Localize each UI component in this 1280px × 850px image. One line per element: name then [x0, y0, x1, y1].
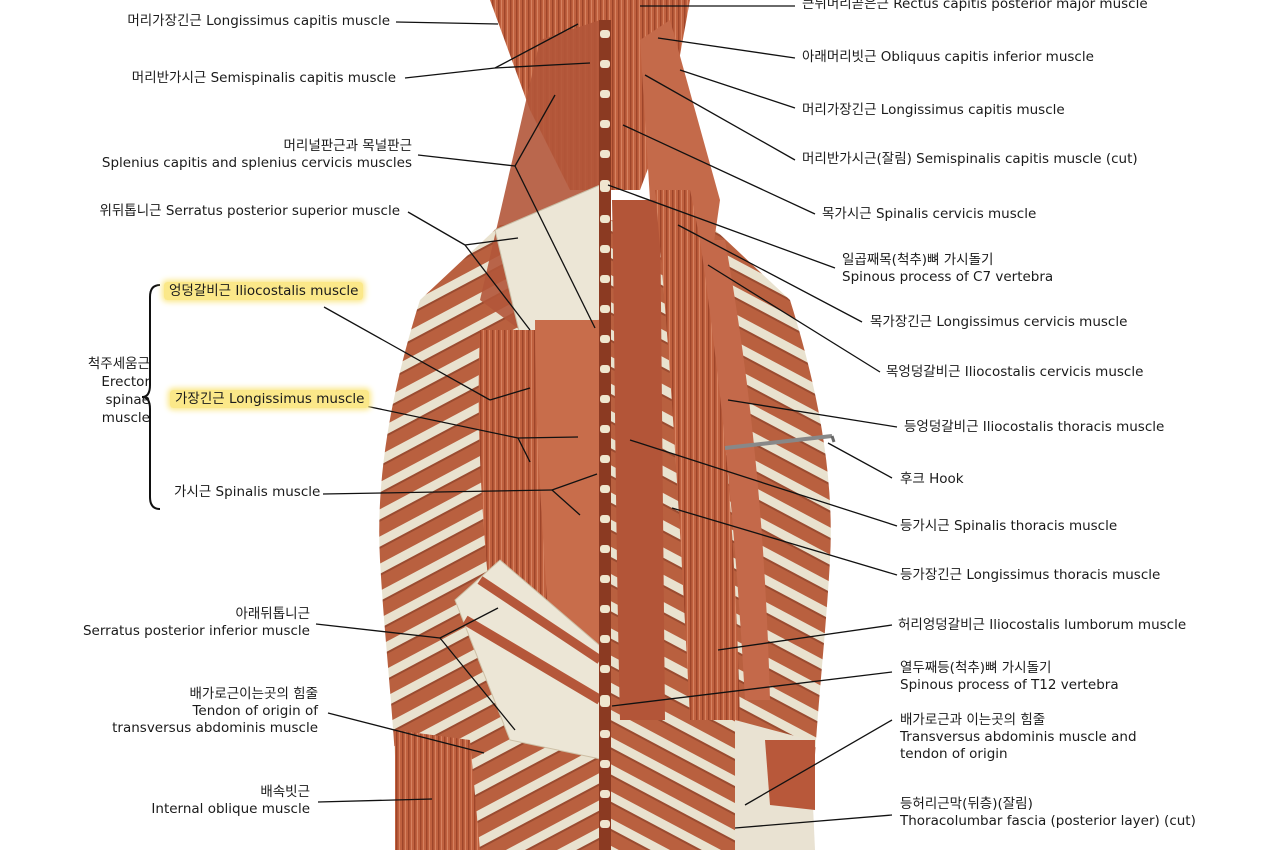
label-serratus-inf-ko: 아래뒤톱니근: [235, 606, 310, 622]
label-splenius-en: Splenius capitis and splenius cervicis m…: [101, 155, 412, 171]
label-tendon-ta-en-2: transversus abdominis muscle: [112, 720, 318, 736]
label-ta-en-1: Transversus abdominis muscle and: [900, 729, 1137, 745]
label-iliocostalis-thoracis: 등엉덩갈비근 Iliocostalis thoracis muscle: [904, 419, 1165, 435]
label-c7-en: Spinous process of C7 vertebra: [842, 269, 1054, 285]
label-fascia-en: Thoracolumbar fascia (posterior layer) (…: [900, 813, 1196, 829]
label-tendon-transversus: 배가로근이는곳의 힘줄 Tendon of origin of transver…: [112, 686, 318, 737]
label-longissimus-cervicis: 목가장긴근 Longissimus cervicis muscle: [870, 314, 1128, 330]
label-spinalis: 가시근 Spinalis muscle: [174, 484, 321, 500]
label-splenius: 머리널판근과 목널판근 Splenius capitis and spleniu…: [102, 138, 412, 172]
label-semispinalis-cut: 머리반가시근(잘림) Semispinalis capitis muscle (…: [802, 151, 1138, 167]
label-longissimus-capitis-right: 머리가장긴근 Longissimus capitis muscle: [802, 102, 1065, 118]
label-t12: 열두째등(척추)뼈 가시돌기 Spinous process of T12 ve…: [900, 660, 1119, 694]
label-erector-en-2: spinae: [105, 392, 151, 408]
label-obliquus-capitis: 아래머리빗근 Obliquus capitis inferior muscle: [802, 49, 1094, 65]
label-spinalis-thoracis: 등가시근 Spinalis thoracis muscle: [900, 518, 1118, 534]
label-c7-ko: 일곱째목(척추)뼈 가시돌기: [842, 252, 994, 268]
label-c7: 일곱째목(척추)뼈 가시돌기 Spinous process of C7 ver…: [842, 252, 1053, 286]
label-transversus-abdominis: 배가로근과 이는곳의 힘줄 Transversus abdominis musc…: [900, 712, 1137, 763]
label-t12-en: Spinous process of T12 vertebra: [900, 677, 1119, 693]
label-spinalis-cervicis: 목가시근 Spinalis cervicis muscle: [822, 206, 1037, 222]
label-longissimus-thoracis: 등가장긴근 Longissimus thoracis muscle: [900, 567, 1161, 583]
highlight-longissimus: 가장긴근 Longissimus muscle: [170, 390, 370, 408]
label-internal-oblique-en: Internal oblique muscle: [151, 801, 310, 817]
leader-lines: [315, 5, 898, 829]
erector-spinae-right: [612, 190, 770, 720]
label-serratus-inf-en: Serratus posterior inferior muscle: [82, 623, 310, 639]
label-erector-en-3: muscle: [101, 410, 150, 426]
internal-oblique: [395, 730, 480, 850]
erector-brace: [141, 284, 161, 510]
label-iliocostalis-lumborum: 허리엉덩갈비근 Iliocostalis lumborum muscle: [898, 617, 1187, 633]
label-hook: 후크 Hook: [900, 471, 964, 487]
label-longissimus: 가장긴근 Longissimus muscle: [170, 390, 370, 408]
label-t12-ko: 열두째등(척추)뼈 가시돌기: [900, 660, 1052, 676]
label-internal-oblique: 배속빗근 Internal oblique muscle: [151, 784, 310, 818]
label-erector-en-1: Erector: [101, 374, 150, 390]
label-longissimus-capitis-left: 머리가장긴근 Longissimus capitis muscle: [127, 13, 390, 29]
label-tendon-ta-en-1: Tendon of origin of: [192, 703, 318, 719]
label-iliocostalis-cervicis: 목엉덩갈비근 Iliocostalis cervicis muscle: [886, 364, 1144, 380]
label-serratus-posterior-inferior: 아래뒤톱니근 Serratus posterior inferior muscl…: [83, 606, 310, 640]
label-ta-en-2: tendon of origin: [900, 746, 1008, 762]
label-rectus-capitis: 큰뒤머리곧은근 Rectus capitis posterior major m…: [802, 0, 1148, 12]
label-erector-ko: 척주세움근: [87, 356, 150, 372]
label-tendon-ta-ko: 배가로근이는곳의 힘줄: [189, 686, 319, 702]
label-ta-ko: 배가로근과 이는곳의 힘줄: [900, 712, 1046, 728]
label-serratus-posterior-superior: 위뒤톱니근 Serratus posterior superior muscle: [99, 203, 400, 219]
label-splenius-ko: 머리널판근과 목널판근: [283, 138, 413, 154]
spinous-processes: [599, 20, 611, 850]
label-fascia-ko: 등허리근막(뒤층)(잘림): [900, 796, 1033, 812]
label-erector-spinae: 척주세움근 Erector spinae muscle: [60, 355, 150, 427]
label-thoracolumbar-fascia: 등허리근막(뒤층)(잘림) Thoracolumbar fascia (post…: [900, 796, 1196, 830]
label-semispinalis-capitis-left: 머리반가시근 Semispinalis capitis muscle: [131, 70, 396, 86]
label-internal-oblique-ko: 배속빗근: [260, 784, 310, 800]
highlight-iliocostalis: 엉덩갈비근 Iliocostalis muscle: [164, 282, 364, 300]
label-iliocostalis: 엉덩갈비근 Iliocostalis muscle: [164, 282, 364, 300]
hook: [724, 434, 833, 450]
